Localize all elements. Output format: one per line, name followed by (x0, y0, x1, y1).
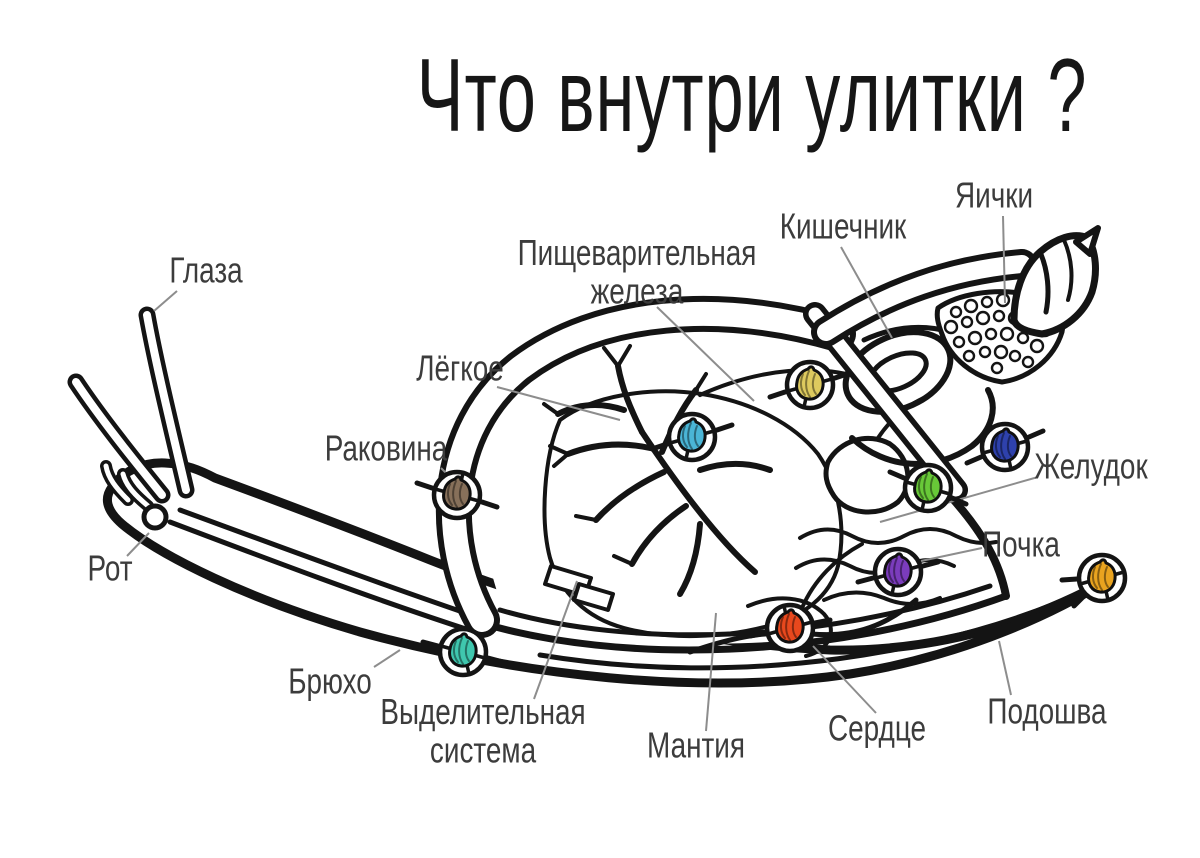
page-title: Что внутри улитки ? (416, 37, 1088, 154)
leader-mouth (126, 532, 150, 557)
marker-purple (855, 546, 941, 598)
leader-eyes (153, 290, 178, 312)
label-sole: Подошва (987, 692, 1107, 732)
label-heart: Сердце (827, 709, 927, 749)
leader-sole (998, 640, 1012, 696)
label-belly: Брюхо (288, 662, 372, 702)
label-excretory-system: Выделительная система (380, 692, 586, 772)
snail-body (102, 458, 1113, 688)
leader-belly (373, 649, 401, 668)
label-mouth: Рот (87, 549, 133, 589)
label-intestine: Кишечник (779, 207, 907, 247)
label-digestive-gland: Пищеварительная железа (517, 233, 757, 313)
lung-tree (555, 363, 773, 597)
label-stomach: Желудок (1034, 447, 1148, 487)
marker-brown (414, 469, 500, 521)
shell-right-edge (948, 494, 1010, 600)
tentacles (67, 306, 195, 531)
leader-kidney (920, 547, 983, 562)
leader-digestive-gland (656, 306, 755, 402)
marker-green (887, 462, 969, 514)
label-kidney: Почка (982, 525, 1060, 565)
marker-red (747, 602, 833, 654)
whorl-separator (803, 302, 968, 502)
leader-excretory (533, 580, 578, 700)
mouth-bump (141, 503, 169, 531)
marker-cyan (649, 411, 735, 463)
leader-heart (812, 645, 877, 714)
marker-yellow (767, 359, 853, 411)
leader-mantle (705, 612, 717, 732)
sole-line (537, 583, 1099, 671)
leader-eggs (1002, 215, 1006, 304)
lung-twigs (542, 344, 708, 566)
label-mantle: Мантия (647, 726, 745, 766)
leader-lung (496, 386, 621, 421)
marker-dark-blue (964, 421, 1046, 473)
shell-apex (1010, 225, 1101, 338)
label-eyes: Глаза (169, 251, 243, 291)
leader-intestine (840, 246, 893, 339)
marker-teal (420, 626, 506, 678)
leader-lines (126, 215, 1039, 732)
marker-orange (1059, 552, 1128, 609)
label-lung: Лёгкое (416, 349, 504, 389)
second-whorl-band (811, 249, 1037, 347)
neck-stripe (167, 507, 489, 635)
label-shell: Раковина (324, 429, 448, 469)
mantle-rim (474, 592, 1010, 654)
excretory-tubes (543, 564, 615, 612)
label-eggs: Яички (954, 176, 1034, 216)
shell-spiral-band (435, 296, 856, 638)
